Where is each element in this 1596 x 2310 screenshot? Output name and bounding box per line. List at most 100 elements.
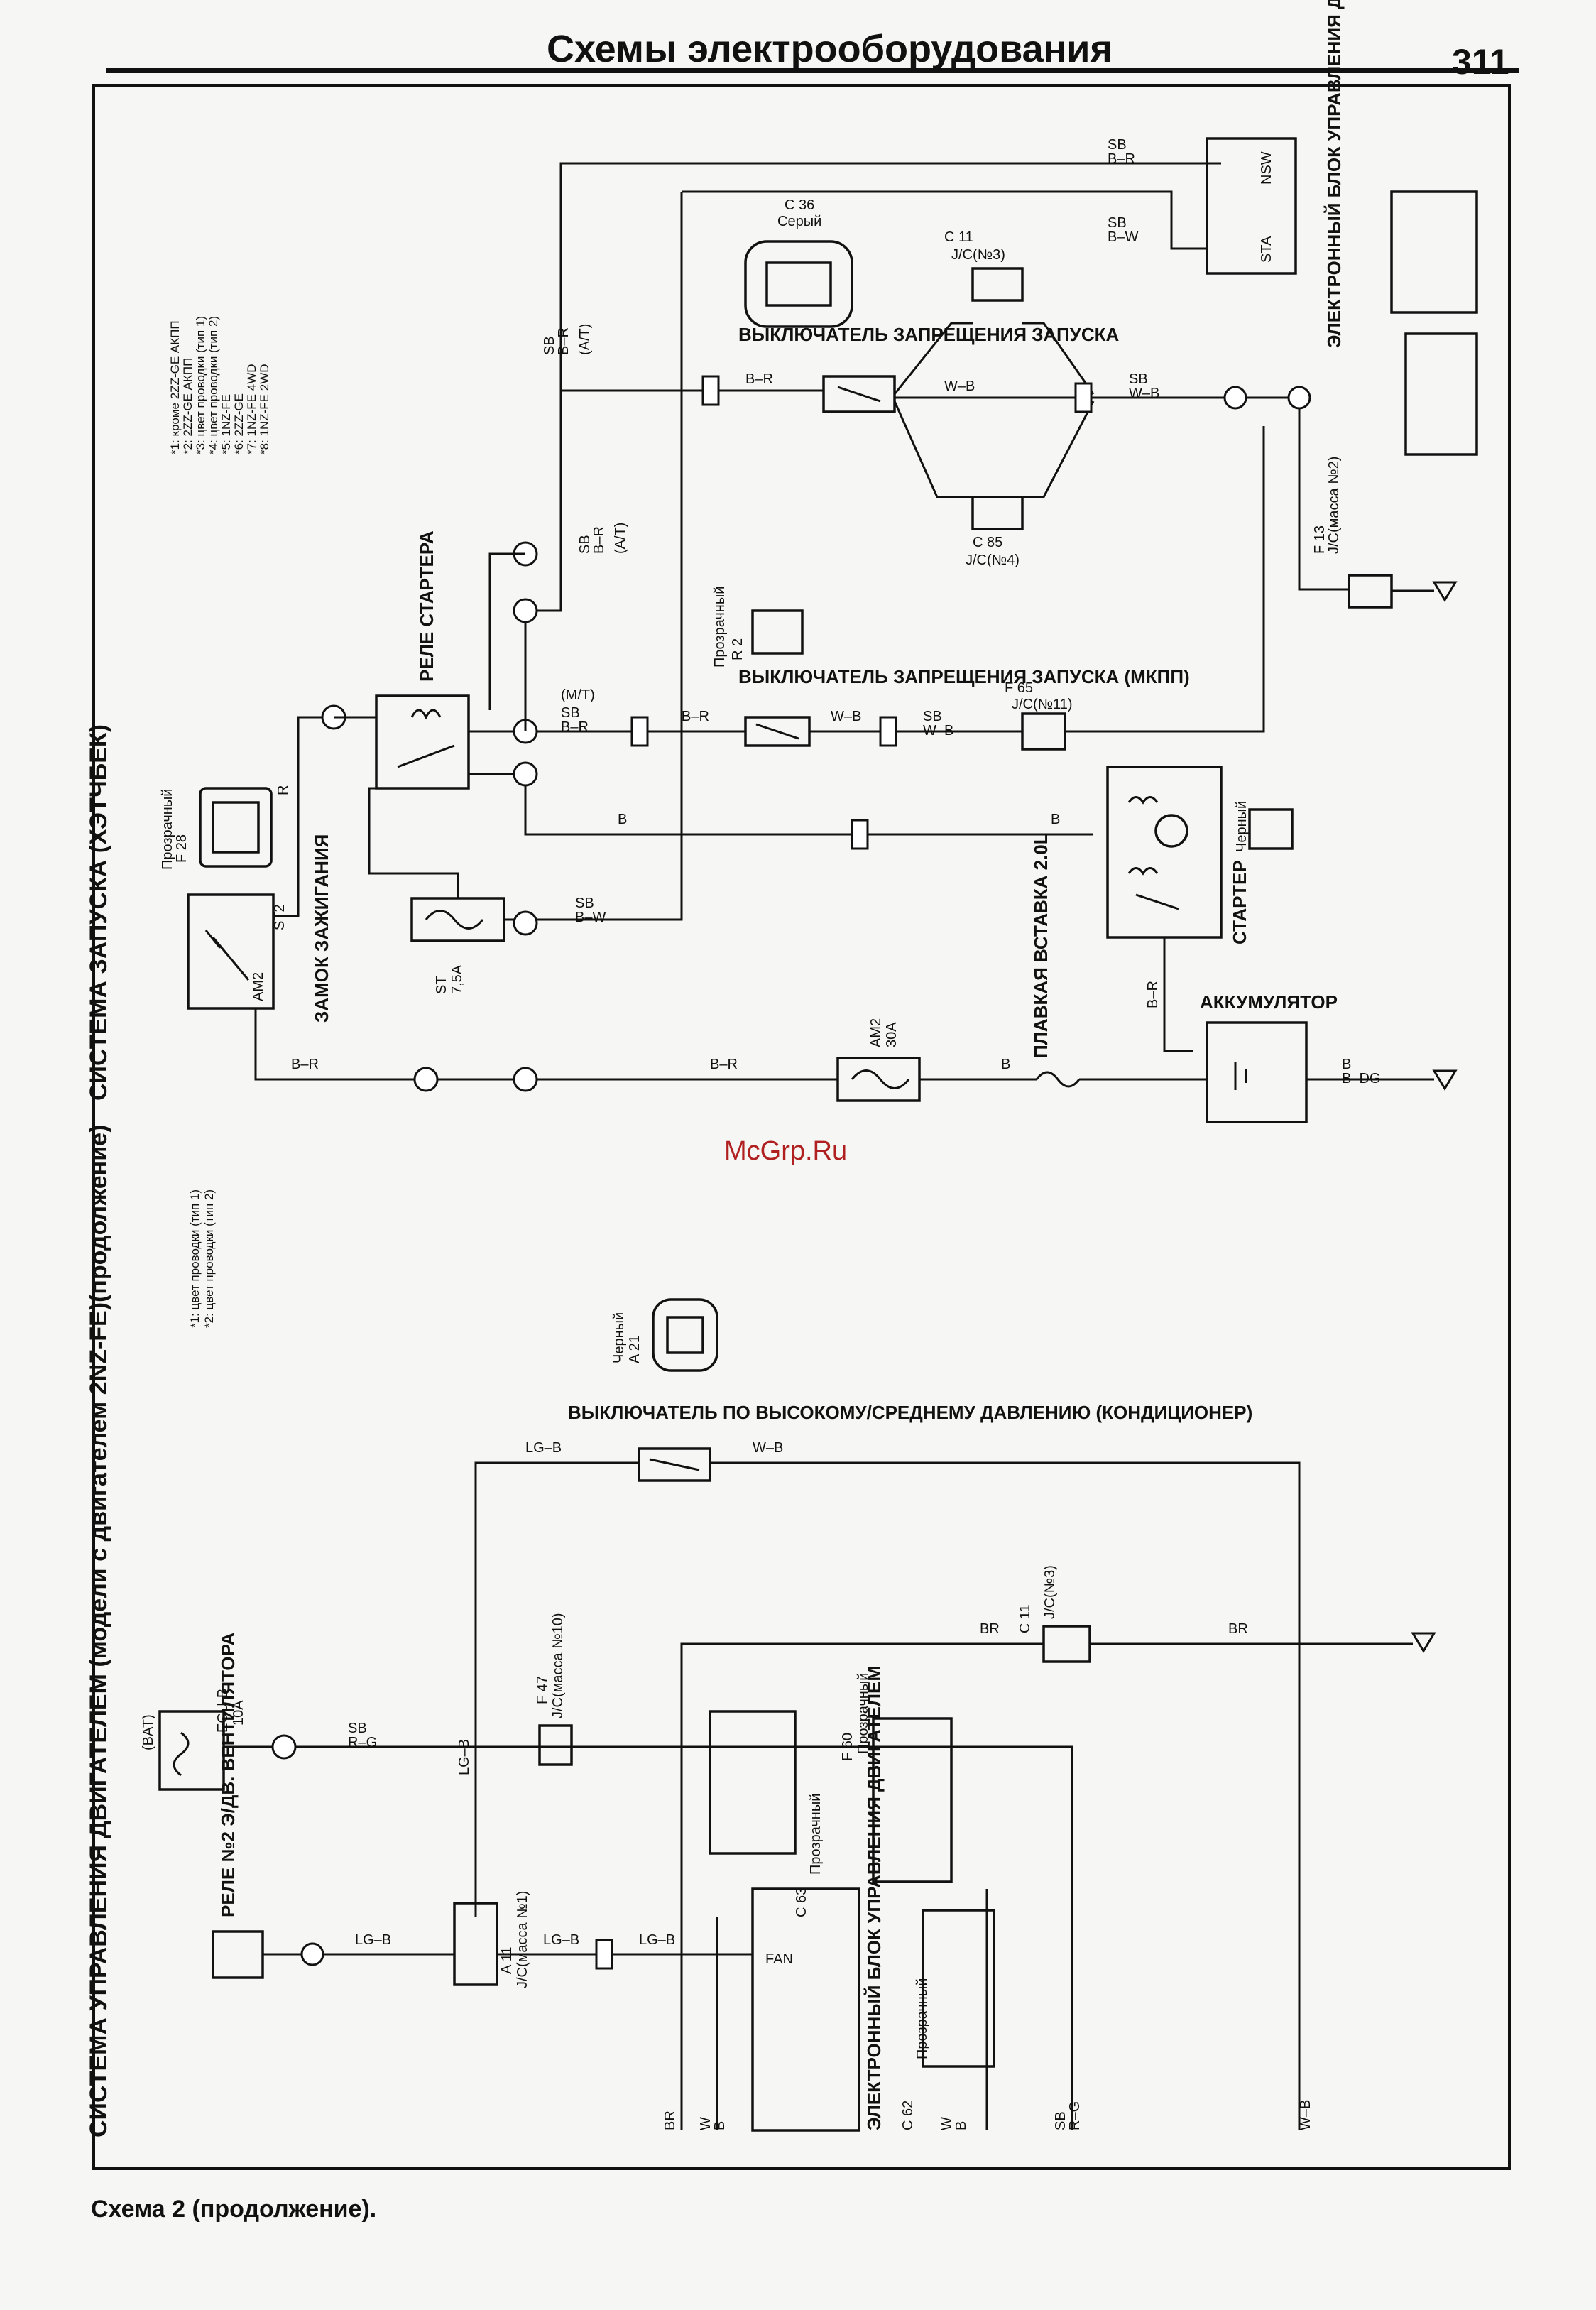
f28-connector-icon: F 28 Прозрачный	[160, 787, 273, 870]
svg-text:LG–B: LG–B	[355, 1932, 391, 1948]
connector-cf2	[851, 819, 869, 850]
a21-connector-icon: A 21 Черный	[611, 1298, 718, 1372]
svg-text:(A/T): (A/T)	[577, 324, 593, 355]
svg-text:C 11: C 11	[1017, 1604, 1033, 1633]
svg-text:(BAT): (BAT)	[141, 1714, 156, 1750]
wire-lgb-vertical	[474, 1461, 639, 1917]
svg-text:W–B: W–B	[923, 723, 953, 739]
r2-connector-icon: R 2 Прозрачный	[712, 587, 804, 668]
header-rule	[106, 68, 1519, 73]
wire-ecu-b	[224, 1745, 1073, 2130]
wire-to-ecu-sta	[682, 190, 1207, 250]
battery: АККУМУЛЯТОР	[1200, 991, 1338, 1123]
svg-text:SB: SB	[1108, 215, 1127, 231]
st-fuse: ST 7,5A	[410, 897, 505, 994]
svg-text:B–R: B–R	[561, 719, 589, 735]
svg-text:B–R: B–R	[556, 327, 572, 355]
connector-id-4	[513, 910, 538, 936]
figure-caption: Схема 2 (продолжение).	[91, 2196, 377, 2223]
jc3: C 11 J/C(№3)	[944, 229, 1024, 302]
svg-text:B–R: B–R	[1145, 981, 1161, 1008]
svg-text:B–R: B–R	[682, 709, 709, 724]
svg-text:ВЫКЛЮЧАТЕЛЬ ЗАПРЕЩЕНИЯ ЗАПУСКА: ВЫКЛЮЧАТЕЛЬ ЗАПРЕЩЕНИЯ ЗАПУСКА (МКПП)	[738, 666, 1190, 687]
svg-text:A 11: A 11	[499, 1946, 515, 1974]
svg-text:LG–B: LG–B	[457, 1739, 472, 1775]
svg-text:SB: SB	[561, 705, 580, 721]
svg-text:ST: ST	[434, 976, 449, 994]
fusible-link: ПЛАВКАЯ ВСТАВКА 2.0L	[1030, 833, 1081, 1088]
svg-text:B–DG: B–DG	[1342, 1071, 1380, 1086]
svg-text:*3: цвет проводки (тип 1): *3: цвет проводки (тип 1)	[194, 316, 207, 454]
svg-text:Прозрачный: Прозрачный	[856, 1673, 871, 1754]
title-start-system: СИСТЕМА ЗАПУСКА (ХЭТЧБЕК)	[85, 724, 112, 1101]
svg-text:J/C(масса №10): J/C(масса №10)	[550, 1613, 566, 1718]
svg-text:B: B	[712, 2121, 728, 2130]
neutral-switch-mt: ВЫКЛЮЧАТЕЛЬ ЗАПРЕЩЕНИЯ ЗАПУСКА (МКПП)	[738, 666, 1190, 747]
connector-ca1	[595, 1939, 613, 1970]
svg-text:10A: 10A	[231, 1700, 246, 1726]
svg-text:B: B	[618, 812, 627, 827]
svg-text:SB: SB	[542, 336, 557, 355]
svg-text:J/C(масса №2): J/C(масса №2)	[1326, 457, 1342, 554]
svg-text:C 85: C 85	[973, 535, 1002, 550]
svg-text:BR: BR	[980, 1621, 1000, 1637]
svg-text:W–B: W–B	[944, 378, 975, 394]
jc-ground2	[1348, 574, 1393, 609]
svg-text:B: B	[1051, 812, 1060, 827]
svg-text:7,5A: 7,5A	[449, 964, 465, 994]
svg-text:*8: 1NZ-FE 2WD: *8: 1NZ-FE 2WD	[258, 364, 271, 454]
svg-text:Прозрачный: Прозрачный	[712, 587, 728, 668]
svg-text:ЭЛЕКТРОННЫЙ БЛОК УПРАВЛЕНИЯ ДВ: ЭЛЕКТРОННЫЙ БЛОК УПРАВЛЕНИЯ ДВИГАТЕЛЕМ	[1323, 0, 1345, 348]
svg-text:F 28: F 28	[174, 834, 190, 863]
svg-text:ECU-B: ECU-B	[215, 1689, 231, 1733]
notes-engine: *1: цвет проводки (тип 1) *2: цвет прово…	[188, 1189, 216, 1328]
svg-text:ST2: ST2	[272, 904, 288, 930]
svg-text:W–B: W–B	[831, 709, 861, 724]
svg-text:J/C(масса №1): J/C(масса №1)	[515, 1891, 530, 1988]
jc11	[1021, 712, 1066, 751]
jc-ground1	[453, 1902, 498, 1986]
svg-text:B: B	[1342, 1057, 1351, 1072]
svg-text:SB: SB	[923, 709, 942, 724]
jc-ground10	[538, 1724, 573, 1766]
svg-text:SB: SB	[348, 1721, 367, 1736]
svg-text:*7: 1NZ-FE 4WD: *7: 1NZ-FE 4WD	[245, 364, 258, 454]
svg-text:BR: BR	[662, 2110, 678, 2130]
pressure-switch: ВЫКЛЮЧАТЕЛЬ ПО ВЫСОКОМУ/СРЕДНЕМУ ДАВЛЕНИ…	[568, 1402, 1252, 1482]
svg-text:J/C(№4): J/C(№4)	[966, 552, 1020, 568]
svg-text:AM2: AM2	[868, 1018, 884, 1047]
svg-text:FAN: FAN	[765, 1951, 793, 1967]
svg-text:C 63: C 63	[794, 1887, 809, 1917]
svg-text:Прозрачный: Прозрачный	[914, 1978, 930, 2059]
ignition-switch: ЗАМОК ЗАЖИГАНИЯ ST2 AM2	[187, 834, 332, 1023]
svg-text:C 36: C 36	[785, 197, 814, 213]
svg-text:B–R: B–R	[710, 1057, 738, 1072]
connector-ic-6	[513, 761, 538, 787]
svg-text:B: B	[1001, 1057, 1010, 1072]
svg-text:Прозрачный: Прозрачный	[160, 789, 175, 870]
svg-text:СТАРТЕР: СТАРТЕР	[1229, 860, 1250, 944]
ecu-engine: FAN ЭЛЕКТРОННЫЙ БЛОК УПРАВЛЕНИЯ ДВИГАТЕЛ…	[709, 1666, 995, 2132]
svg-text:РЕЛЕ №2 Э/ДВ. ВЕНТИЛЯТОРА: РЕЛЕ №2 Э/ДВ. ВЕНТИЛЯТОРА	[217, 1632, 239, 1917]
svg-text:F 60: F 60	[840, 1733, 856, 1761]
svg-text:Прозрачный: Прозрачный	[808, 1794, 824, 1875]
svg-text:*1: цвет проводки (тип 1): *1: цвет проводки (тип 1)	[188, 1189, 202, 1328]
svg-text:Черный: Черный	[1234, 801, 1250, 852]
svg-text:*6: 2ZZ-GE: *6: 2ZZ-GE	[232, 393, 246, 454]
wire-relay-to-starter-b	[469, 773, 859, 836]
wire-relay-up	[524, 389, 703, 731]
svg-text:C 62: C 62	[900, 2101, 916, 2130]
svg-text:F 65: F 65	[1005, 680, 1033, 696]
svg-text:*4: цвет проводки (тип 2): *4: цвет проводки (тип 2)	[207, 316, 220, 454]
svg-text:LG–B: LG–B	[543, 1932, 579, 1948]
svg-text:SB: SB	[1129, 371, 1148, 387]
svg-text:LG–B: LG–B	[525, 1440, 562, 1456]
starter-relay: РЕЛЕ СТАРТЕРА	[375, 530, 470, 790]
connector-fk1b	[879, 716, 897, 747]
svg-text:C 11: C 11	[944, 229, 973, 245]
svg-text:АККУМУЛЯТОР: АККУМУЛЯТОР	[1200, 991, 1338, 1013]
svg-text:W–B: W–B	[1298, 2100, 1313, 2130]
wire-to-ecu-nsw	[559, 162, 1221, 554]
starter-motor: СТАРТЕР Черный	[1106, 766, 1294, 944]
svg-text:LG–B: LG–B	[639, 1932, 675, 1948]
